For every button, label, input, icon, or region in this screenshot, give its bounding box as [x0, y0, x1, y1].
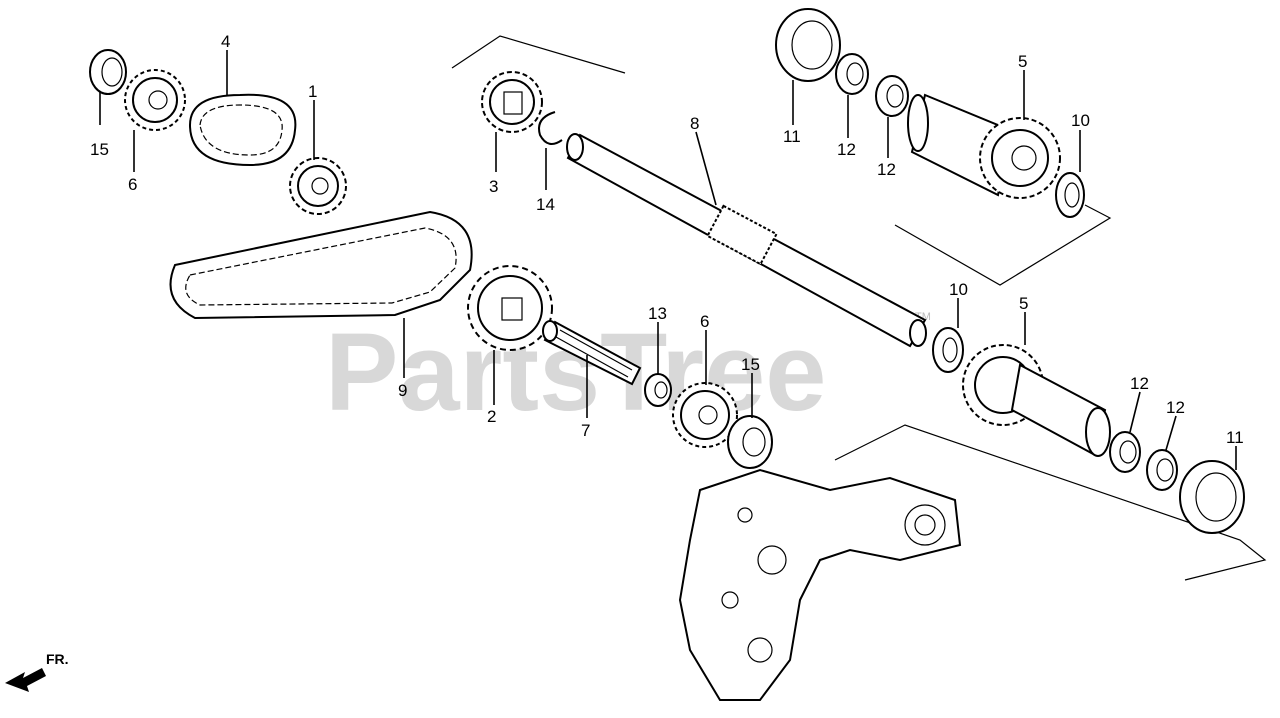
callout-10-lower: 10 — [949, 280, 968, 299]
callout-11-top: 11 — [783, 127, 801, 146]
callout-10-top: 10 — [1071, 111, 1090, 130]
part-12-seal-top-b — [875, 75, 909, 117]
front-direction-label: FR. — [46, 651, 69, 667]
part-14-snap-ring — [538, 111, 563, 145]
front-arrow-icon — [5, 668, 46, 692]
part-11-bearing-lower — [1179, 460, 1245, 534]
part-6-gear-top — [124, 69, 186, 131]
callout-7: 7 — [581, 421, 590, 440]
callout-13: 13 — [648, 304, 667, 323]
callout-3: 3 — [489, 177, 498, 196]
leader-lines — [99, 50, 1237, 470]
watermark-text: PartsTree — [325, 311, 826, 434]
callout-4: 4 — [221, 32, 230, 51]
callout-12-lower-b: 12 — [1166, 398, 1185, 417]
part-4-chain — [188, 93, 297, 167]
group-bracket-lower-right — [834, 424, 1267, 581]
part-7-splined-shaft — [542, 320, 642, 386]
part-5-gear-sleeve-top — [907, 93, 1061, 199]
part-9-drive-chain — [169, 210, 473, 320]
part-6-gear-middle — [672, 382, 738, 448]
part-15-bearing-middle — [727, 415, 773, 469]
callout-6-middle: 6 — [700, 312, 709, 331]
callout-12-lower-a: 12 — [1130, 374, 1149, 393]
callout-14: 14 — [536, 195, 555, 214]
part-10-washer-top — [1055, 172, 1085, 218]
group-bracket-upper-right — [894, 204, 1112, 286]
callout-2: 2 — [487, 407, 496, 426]
callout-15-middle: 15 — [741, 355, 760, 374]
callout-9: 9 — [398, 381, 407, 400]
part-15-bearing-top — [89, 49, 127, 95]
part-12-seal-lower-a — [1109, 431, 1141, 473]
callout-11-lower: 11 — [1226, 428, 1244, 447]
front-direction-indicator: FR. — [5, 651, 69, 692]
group-bracket-upper-left — [451, 35, 626, 74]
part-1-sprocket — [289, 157, 347, 215]
callout-5-top: 5 — [1018, 52, 1027, 71]
callout-12-top-b: 12 — [877, 160, 896, 179]
part-3-sprocket — [481, 71, 543, 133]
callout-1: 1 — [308, 82, 317, 101]
part-11-bearing-top — [775, 8, 841, 82]
part-10-washer-lower — [932, 327, 964, 373]
part-8-main-shaft — [566, 133, 927, 348]
callout-labels: 1 2 3 4 5 5 6 6 7 8 9 10 10 11 11 12 12 … — [90, 32, 1244, 447]
part-12-seal-lower-b — [1146, 449, 1178, 491]
callout-12-top-a: 12 — [837, 140, 856, 159]
part-2-sprocket — [467, 265, 553, 351]
part-13-collar — [644, 373, 672, 407]
callout-6-top: 6 — [128, 175, 137, 194]
part-12-seal-top-a — [835, 53, 869, 95]
callout-8: 8 — [690, 114, 699, 133]
transmission-housing — [678, 468, 962, 701]
callout-5-lower: 5 — [1019, 294, 1028, 313]
part-5-gear-sleeve-lower — [962, 344, 1111, 457]
callout-15-top: 15 — [90, 140, 109, 159]
